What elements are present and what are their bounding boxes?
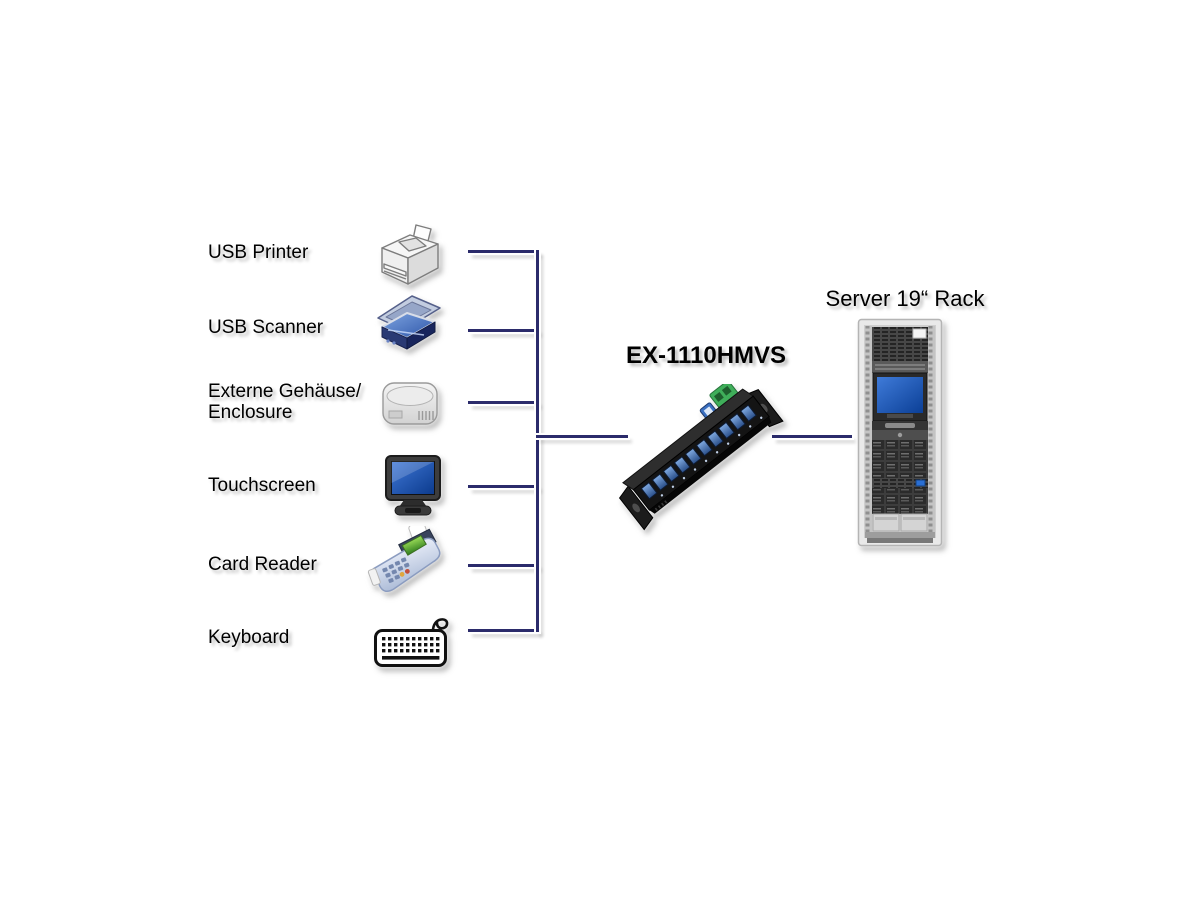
label-enclosure: Externe Gehäuse/ Enclosure (208, 381, 362, 423)
connector-hub-to-rack (772, 435, 852, 438)
server-rack (857, 318, 943, 550)
connector-touchscreen (468, 485, 538, 488)
rack-title: Server 19“ Rack (825, 286, 985, 311)
label-keyboard: Keyboard (208, 627, 290, 648)
hdd-enclosure-icon (378, 374, 442, 432)
connector-card-reader (468, 564, 538, 567)
touchscreen-icon (382, 452, 444, 518)
scanner-icon (374, 290, 444, 360)
hub-model-title: EX-1110HMVS (625, 342, 787, 369)
connector-keyboard (468, 629, 538, 632)
connector-enclosure (468, 401, 538, 404)
keyboard-icon (372, 610, 450, 670)
printer-icon (374, 220, 446, 292)
connector-scanner (468, 329, 538, 332)
label-usb-scanner: USB Scanner (208, 317, 324, 338)
card-reader-icon (366, 526, 454, 602)
connector-bus-vertical (536, 250, 539, 632)
connector-printer (468, 250, 538, 253)
usb-hub-device (614, 384, 786, 532)
label-card-reader: Card Reader (208, 554, 317, 575)
connector-bus-to-hub (536, 435, 628, 438)
label-usb-printer: USB Printer (208, 242, 309, 263)
label-touchscreen: Touchscreen (208, 475, 316, 496)
